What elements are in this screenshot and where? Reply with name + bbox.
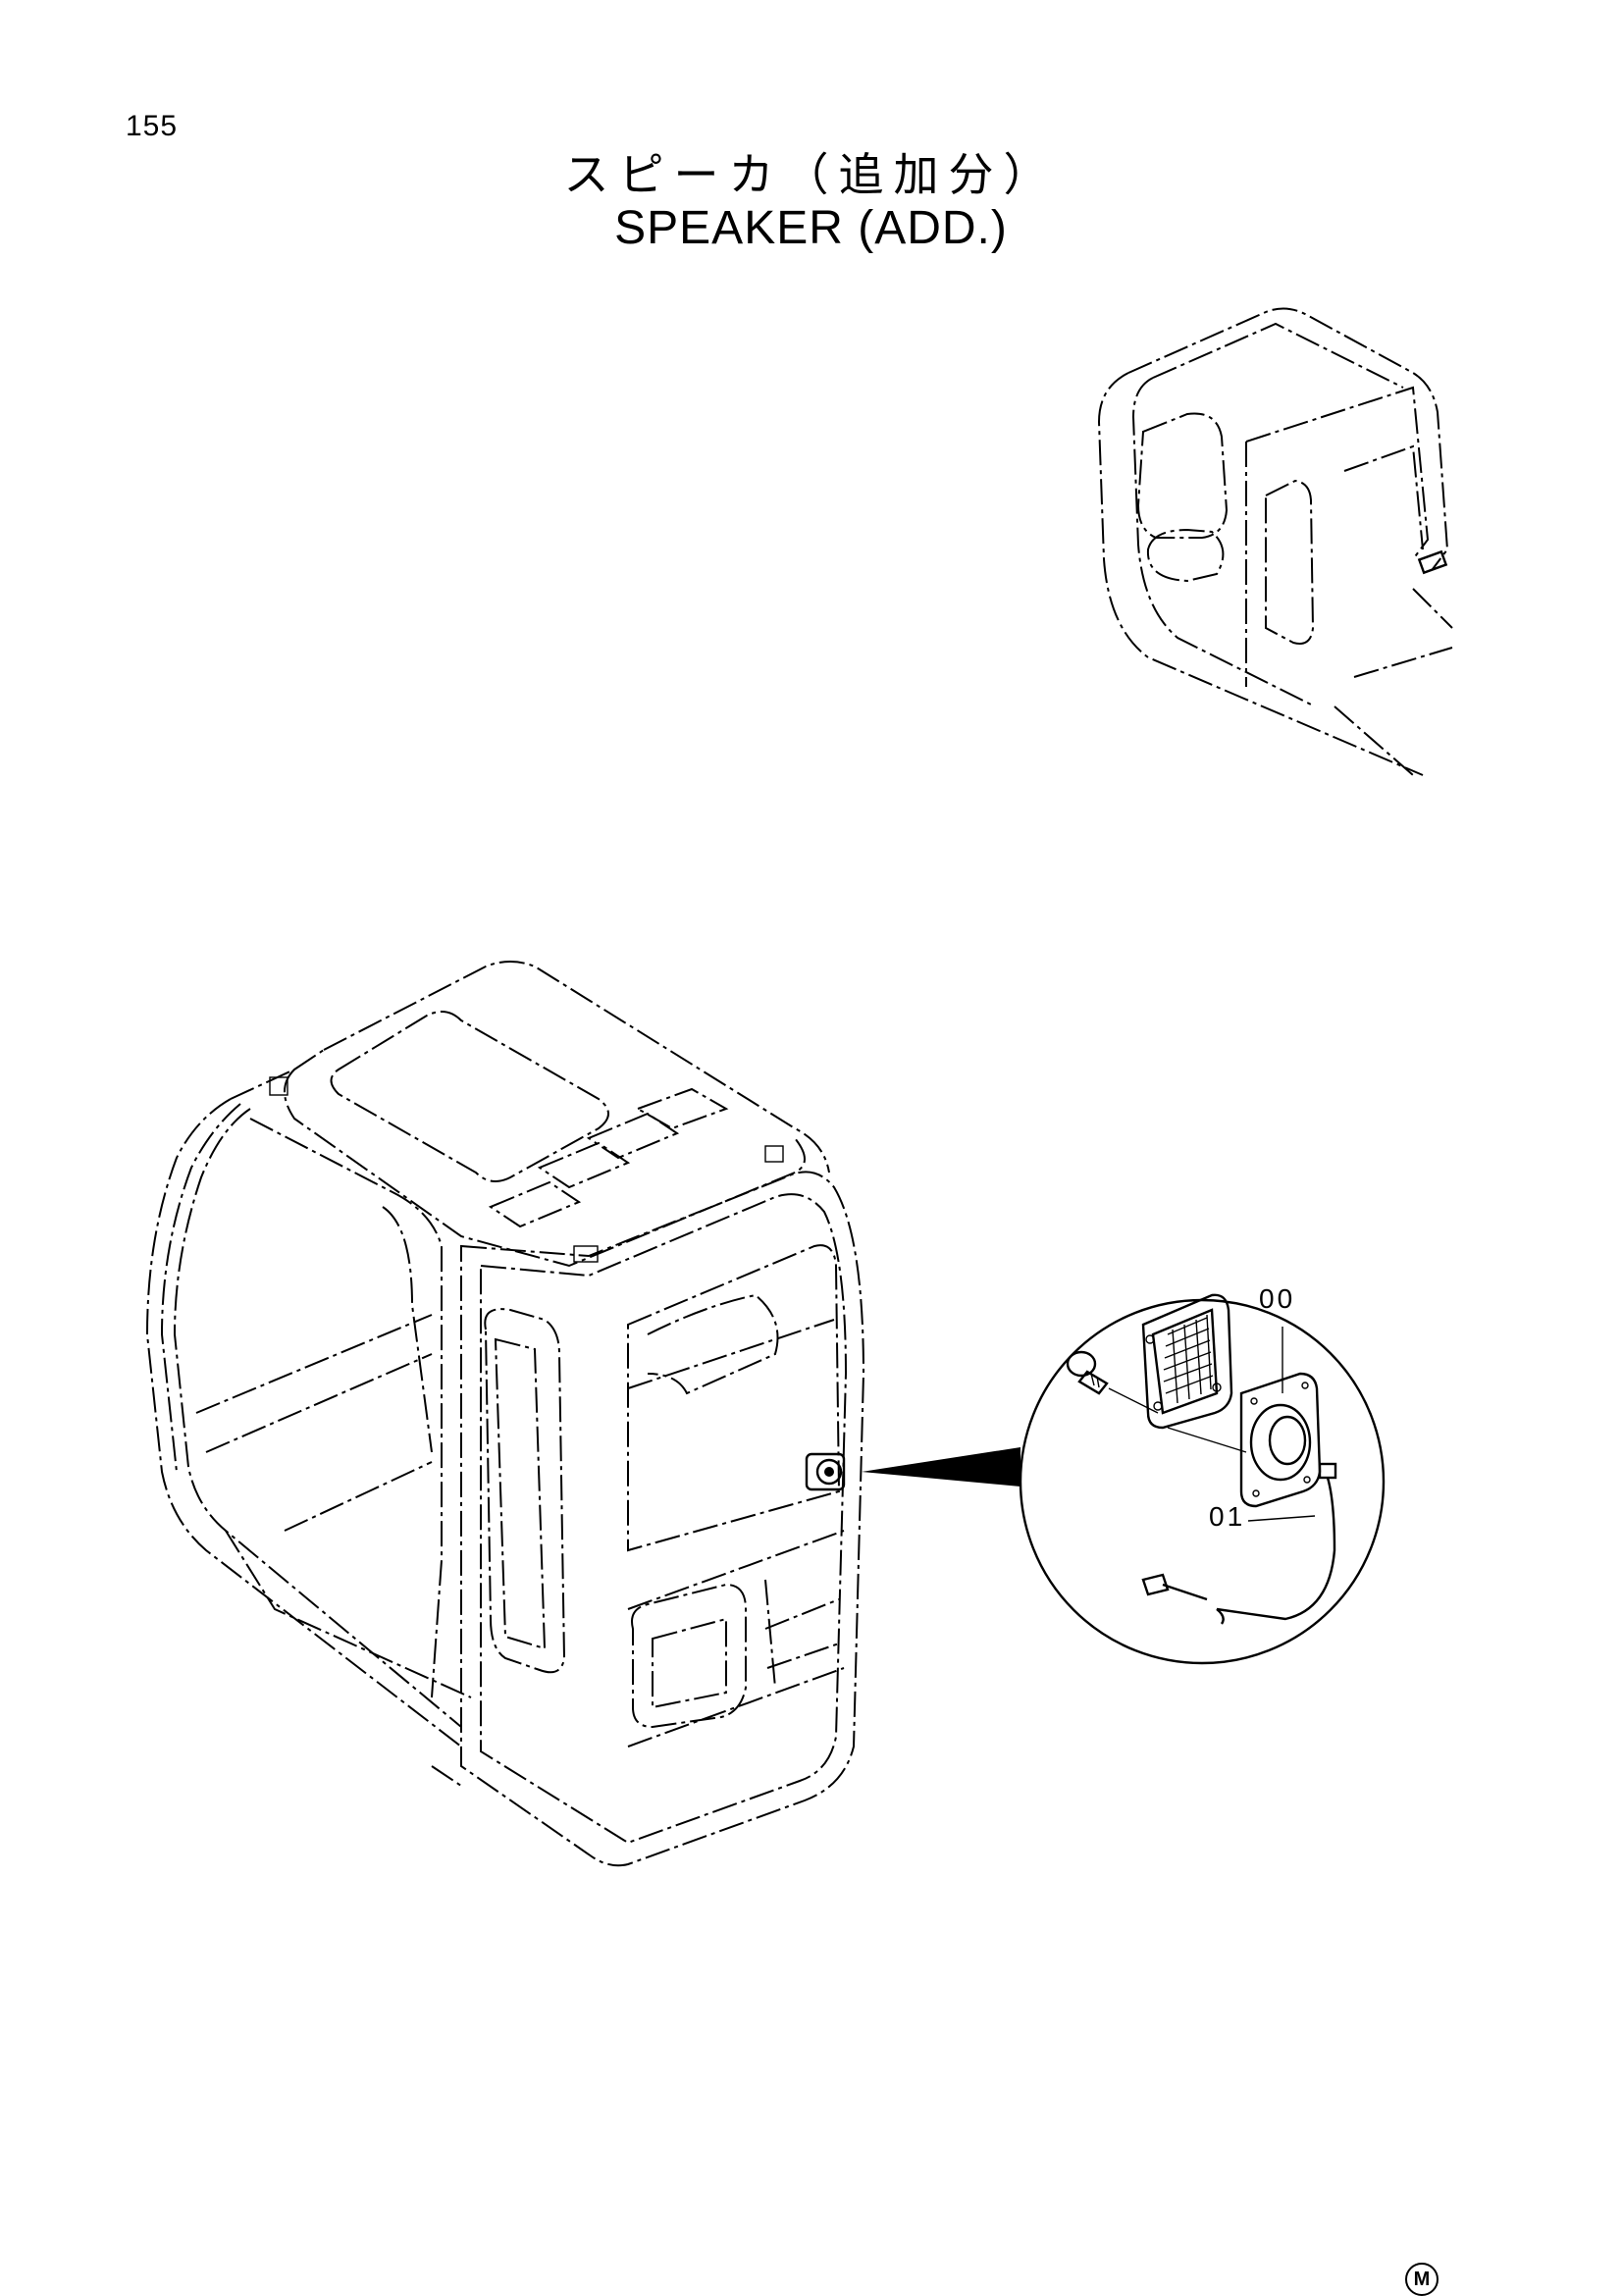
title-japanese: スピーカ（追加分）	[563, 148, 1059, 201]
page-number: 155	[126, 110, 179, 142]
cab-location-icon	[1097, 307, 1453, 776]
callout-label-00: 00	[1259, 1283, 1296, 1314]
circled-m-icon: M	[1405, 2263, 1439, 2296]
callout-label-01: 01	[1209, 1501, 1246, 1532]
title-english: SPEAKER (ADD.)	[614, 202, 1008, 254]
speaker-detail-icon	[1019, 1293, 1386, 1665]
cab-frame-icon	[145, 961, 1020, 1867]
